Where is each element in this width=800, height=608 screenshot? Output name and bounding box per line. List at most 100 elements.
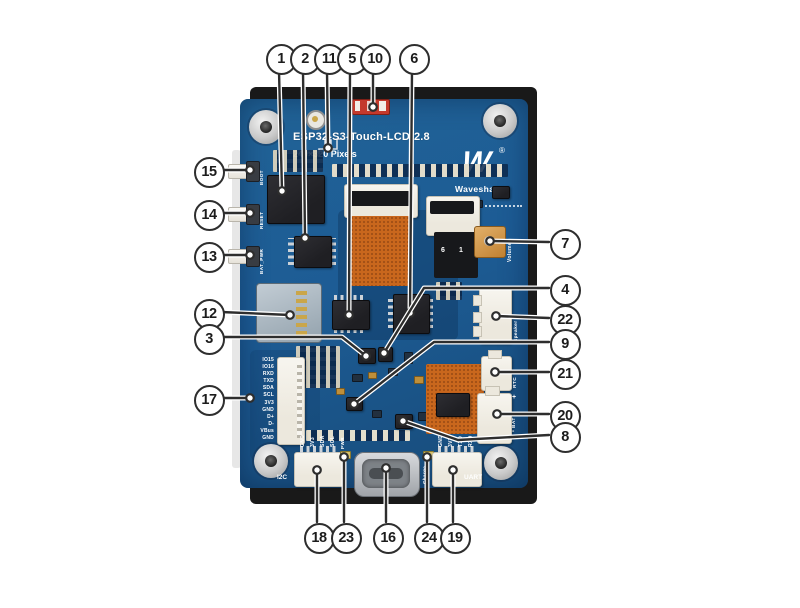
callout-8: 8 — [549, 421, 581, 453]
gpio-pin-label: GND — [262, 406, 274, 413]
screw-hole — [494, 115, 506, 127]
uart-pin-label: 3V3 — [448, 436, 454, 447]
speaker-connector-pin — [473, 312, 482, 323]
passive-component — [414, 376, 424, 384]
flex-mark-6: 6 — [441, 247, 445, 254]
rgb-led-pad — [355, 101, 360, 111]
volume-pot-screw — [484, 236, 494, 246]
audio-codec-chip — [332, 300, 370, 330]
callout-16: 16 — [372, 522, 404, 554]
callout-4: 4 — [549, 274, 581, 306]
callout-18: 18 — [303, 522, 335, 554]
passive-component — [372, 410, 382, 418]
rtc-label: RTC — [513, 376, 518, 388]
lcd-panel-edge — [232, 150, 241, 468]
callout-7: 7 — [549, 228, 581, 260]
passive-component — [404, 352, 413, 364]
battery-connector-tab — [485, 386, 500, 396]
gpio-pin-label: TXD — [263, 378, 274, 385]
gpio-pin-label: RXD — [262, 371, 274, 378]
lcd-flex-cable — [350, 216, 412, 286]
flash-chip-pins — [288, 238, 294, 265]
esp32-s3-chip — [267, 175, 325, 224]
uart-connector-pins — [438, 446, 476, 453]
board-title: ESP32-S3-Touch-LCD-2.8 — [293, 131, 430, 143]
gpio-pin-label: IO16 — [262, 364, 274, 371]
solder-pad-grid — [436, 282, 462, 300]
passive-component — [352, 374, 363, 382]
passive-component — [388, 368, 398, 376]
callout-10: 10 — [359, 43, 391, 75]
reset-button-body — [246, 204, 260, 225]
screw-hole — [260, 121, 272, 133]
amplifier-chip — [393, 294, 430, 334]
callout-14: 14 — [193, 199, 225, 231]
speaker-connector — [479, 288, 512, 344]
bat-pwr-button-body — [246, 246, 260, 267]
volume-label: Volume — [507, 241, 513, 262]
rtc-connector-tab — [488, 350, 502, 359]
battery-minus-mark: - — [512, 428, 515, 435]
pcb-antenna-trace — [318, 138, 341, 157]
lcd-fpc-latch — [350, 191, 410, 206]
gpio-pin-label: SDA — [262, 385, 274, 392]
microsd-contacts — [296, 291, 307, 335]
screw-bottom-right — [484, 446, 518, 480]
pwr-led — [340, 451, 351, 459]
gpio-pin-label: 3V3 — [264, 399, 274, 406]
rtc-chip — [378, 347, 393, 362]
gpio-pin-label: GND — [262, 435, 274, 442]
flex-mark-1: 1 — [459, 247, 463, 254]
screw-hole — [495, 457, 507, 469]
i2c-pin-label: 3V3 — [310, 436, 316, 447]
gpio-pin-label: VBus — [260, 427, 274, 434]
gpio-ffc-teeth — [297, 362, 302, 438]
battery-plus-mark: + — [512, 394, 517, 401]
flash-chip-pins — [330, 238, 336, 265]
callout-6: 6 — [398, 43, 430, 75]
microsd-slot — [256, 283, 322, 343]
callout-17: 17 — [193, 384, 225, 416]
callout-21: 21 — [549, 358, 581, 390]
boot-button-label: BOOT — [259, 170, 264, 185]
flash-chip — [294, 236, 332, 268]
charger-chip — [395, 414, 413, 429]
registered-mark: ® — [499, 146, 505, 155]
i2c-connector — [294, 452, 344, 487]
pwr-led-label: PWR — [340, 437, 345, 449]
touch-flex-cable — [434, 232, 478, 278]
touch-controller-chip — [436, 393, 470, 417]
i2c-pin-label: GND — [300, 434, 306, 447]
speaker-connector-pin — [473, 326, 482, 337]
callout-22: 22 — [549, 304, 581, 336]
screw-top-right — [483, 104, 517, 138]
uart-label: UART — [464, 474, 483, 481]
boot-button-body — [246, 161, 260, 182]
callout-23: 23 — [330, 522, 362, 554]
callout-9: 9 — [549, 328, 581, 360]
reset-button-label: RESET — [259, 211, 264, 229]
rgb-led-pad — [379, 101, 386, 111]
i2c-pin-label: SCL — [330, 435, 336, 447]
gpio-pin-label: IO15 — [262, 357, 274, 363]
gpio-pin-label: D- — [268, 420, 274, 427]
solder-pad-row — [332, 164, 508, 177]
power-chip — [346, 397, 363, 411]
charge-led-label: Charge — [422, 465, 427, 484]
callout-19: 19 — [439, 522, 471, 554]
uart-connector — [432, 452, 482, 487]
bat-pwr-button-label: BAT_PWR — [259, 248, 264, 274]
ufl-antenna-pin — [312, 116, 318, 122]
i2c-pin-label: SDA — [320, 435, 326, 447]
imu-chip — [358, 348, 376, 364]
battery-label: BAT — [512, 417, 517, 428]
callout-13: 13 — [193, 241, 225, 273]
callout-3: 3 — [193, 323, 225, 355]
passive-component — [368, 372, 377, 379]
passive-component — [336, 388, 345, 395]
touch-fpc-latch — [430, 201, 474, 214]
dotted-trace — [470, 205, 522, 207]
screw-hole — [265, 455, 277, 467]
